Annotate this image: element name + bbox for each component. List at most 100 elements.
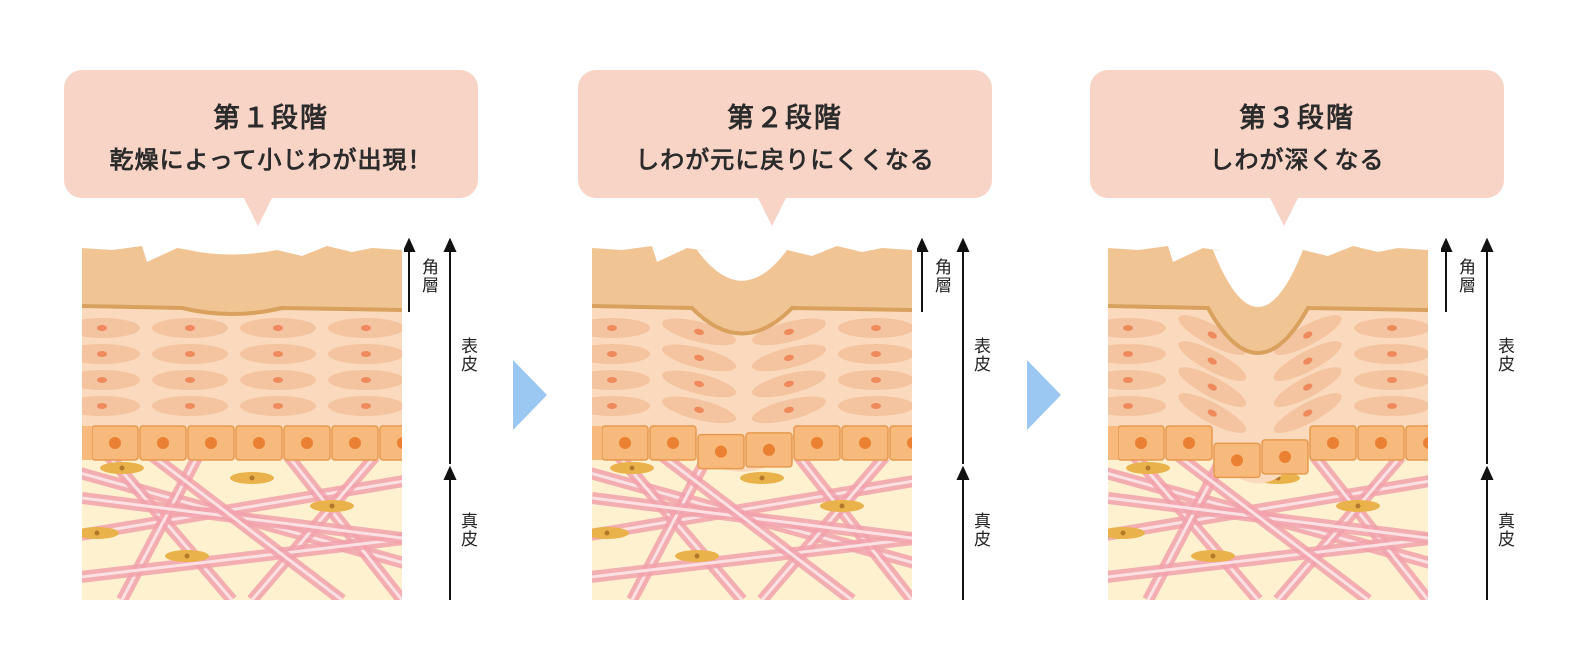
cell-nucleus (694, 380, 704, 388)
horny-layer-boundary (592, 304, 912, 336)
collagen-fiber-highlight (592, 479, 912, 537)
basal-cell-nucleus (1327, 437, 1339, 449)
spinous-cell (592, 370, 650, 390)
basal-cell-nucleus (1279, 450, 1291, 463)
layer-arrows-stage-3 (1441, 238, 1494, 600)
spinous-cell (82, 370, 140, 390)
fibroblast-cell (1108, 527, 1145, 539)
fibroblast-cell (592, 527, 629, 539)
skin-cross-section-stage-3 (1108, 246, 1428, 600)
label-dermis: 真皮 (1494, 512, 1514, 548)
stage-2: 第２段階 しわが元に戻りにくくなる 角層 表皮 真皮 (578, 0, 1058, 660)
horny-layer (82, 246, 402, 314)
basal-cell-nucleus (205, 437, 217, 449)
cell-nucleus (97, 325, 107, 331)
horny-layer (592, 246, 912, 334)
basal-cell-nucleus (763, 443, 775, 456)
cell-nucleus (1303, 357, 1313, 365)
cell-nucleus (273, 403, 283, 409)
cell-nucleus (1123, 403, 1133, 409)
basal-cell-nucleus (1135, 437, 1147, 449)
stage-1-callout: 第１段階 乾燥によって小じわが出現！ (64, 70, 478, 226)
basal-cell-nucleus (715, 445, 727, 458)
next-stage-arrow-icon (1027, 360, 1061, 430)
cell-nucleus (97, 351, 107, 357)
fibroblast-cell (82, 527, 119, 539)
label-dermis: 真皮 (457, 512, 477, 548)
next-stage-arrow-icon (513, 360, 547, 430)
basal-cell (82, 426, 92, 460)
basal-cell-nucleus (859, 437, 871, 449)
stage-3-callout: 第３段階 しわが深くなる (1090, 70, 1504, 226)
cell-nucleus (784, 406, 794, 414)
cell-nucleus (1123, 325, 1133, 331)
basal-cell-nucleus (667, 437, 679, 449)
horny-layer-boundary (1108, 304, 1428, 355)
basal-cell-nucleus (301, 437, 313, 449)
cell-nucleus (1207, 331, 1217, 339)
collagen-fiber-highlight (790, 447, 912, 600)
basal-cell-nucleus (1375, 437, 1387, 449)
label-epidermis: 表皮 (1494, 337, 1514, 373)
collagen-fiber-highlight (280, 447, 402, 600)
cell-nucleus (1303, 409, 1313, 417)
basal-cell-nucleus (619, 437, 631, 449)
cell-nucleus (694, 354, 704, 362)
basal-cell-nucleus (907, 437, 912, 449)
cell-nucleus (1387, 377, 1397, 383)
basal-cell (379, 425, 402, 461)
fibroblast-nucleus (1355, 503, 1361, 509)
cell-nucleus (1387, 351, 1397, 357)
label-horny-layer: 角層 (1455, 258, 1475, 294)
cell-nucleus (185, 403, 195, 409)
basal-cell-nucleus (397, 437, 402, 449)
basal-cell-nucleus (157, 437, 169, 449)
cell-nucleus (361, 351, 371, 357)
cell-nucleus (1303, 331, 1313, 339)
cell-nucleus (185, 351, 195, 357)
collagen-fiber-highlight (1108, 479, 1428, 537)
cell-nucleus (694, 406, 704, 414)
stage-1-description: 乾燥によって小じわが出現！ (109, 146, 433, 174)
fibroblast-nucleus (759, 475, 765, 481)
basal-cell-nucleus (1423, 437, 1428, 449)
cell-nucleus (694, 328, 704, 336)
skin-cross-section-stage-1 (82, 246, 402, 600)
spinous-cell (1108, 318, 1166, 338)
basal-cell-nucleus (1231, 454, 1243, 467)
cell-nucleus (607, 351, 617, 357)
cell-nucleus (1387, 325, 1397, 331)
collagen-fiber-highlight (592, 537, 912, 579)
fibroblast-nucleus (1210, 553, 1216, 559)
stage-2-callout: 第２段階 しわが元に戻りにくくなる (578, 70, 992, 226)
fibroblast-nucleus (629, 465, 635, 471)
spinous-cell (82, 318, 140, 338)
basal-cell-nucleus (349, 437, 361, 449)
collagen-fiber-highlight (1108, 537, 1428, 579)
cell-nucleus (273, 351, 283, 357)
cell-nucleus (1123, 377, 1133, 383)
stage-1-title: 第１段階 (213, 103, 329, 134)
stage-2-title: 第２段階 (727, 103, 843, 134)
basal-cell (889, 425, 912, 461)
cell-nucleus (871, 377, 881, 383)
collagen-fiber-highlight (1306, 447, 1428, 600)
layer-arrows-stage-1 (404, 238, 457, 600)
cell-nucleus (607, 377, 617, 383)
label-epidermis: 表皮 (970, 337, 990, 373)
basal-cell (1108, 426, 1118, 460)
fibroblast-nucleus (94, 530, 100, 536)
collagen-fiber-highlight (82, 479, 402, 537)
stage-2-description: しわが元に戻りにくくなる (635, 146, 935, 174)
fibroblast-nucleus (329, 503, 335, 509)
cell-nucleus (1207, 357, 1217, 365)
label-horny-layer: 角層 (931, 258, 951, 294)
fibroblast-nucleus (119, 465, 125, 471)
cell-nucleus (871, 403, 881, 409)
cell-nucleus (607, 325, 617, 331)
label-horny-layer: 角層 (418, 258, 438, 294)
fibroblast-nucleus (249, 475, 255, 481)
cell-nucleus (784, 328, 794, 336)
fibroblast-nucleus (1145, 465, 1151, 471)
cell-nucleus (1123, 351, 1133, 357)
